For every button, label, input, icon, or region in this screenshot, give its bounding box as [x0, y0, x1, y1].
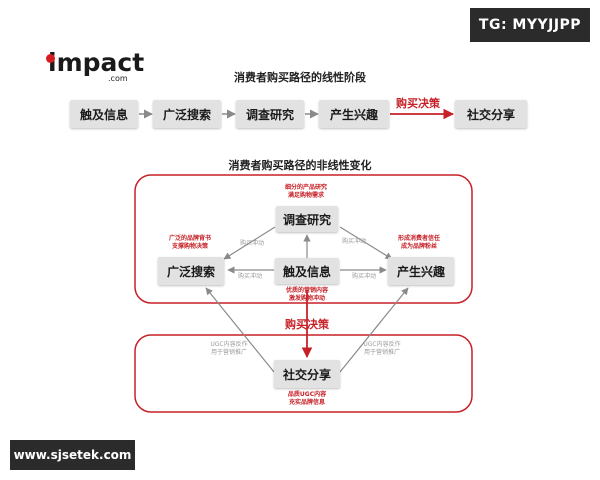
- edge-label-share-left-line: UGC内容反作: [210, 341, 248, 348]
- linear-step-share: 社交分享: [455, 100, 527, 128]
- note-touch-line: 优质的营销内容: [285, 287, 328, 294]
- website-watermark: www.sjsetek.com: [10, 440, 135, 470]
- telegram-badge: TG: MYYJJPP: [470, 8, 590, 42]
- note-research-line: 满足购物需求: [287, 192, 324, 199]
- logo-domain: .com: [108, 74, 128, 83]
- note-research-line: 细分的产品研究: [284, 184, 327, 191]
- linear-step-interest: 产生兴趣: [319, 100, 389, 128]
- note-interest: 形成消费者信任 成为品牌粉丝: [383, 235, 455, 251]
- impact-logo: impact .com: [46, 48, 145, 83]
- edge-label-research-interest: 购买冲动: [341, 238, 366, 245]
- edge-label-share-right-line: 用于营销推广: [363, 349, 400, 356]
- note-interest-line: 形成消费者信任: [397, 235, 440, 242]
- edge-label-search-research: 购买冲动: [239, 240, 264, 247]
- edge-label-share-left-line: 用于营销推广: [210, 349, 247, 356]
- note-interest-line: 成为品牌粉丝: [400, 243, 437, 250]
- edge-label-share-left: UGC内容反作 用于营销推广: [199, 341, 259, 357]
- note-search-line: 广泛的品牌背书: [168, 235, 211, 242]
- node-research: 调查研究: [276, 206, 338, 232]
- note-research: 细分的产品研究 满足购物需求: [271, 184, 341, 200]
- node-search: 广泛搜索: [158, 257, 224, 285]
- linear-step-research: 调查研究: [236, 100, 304, 128]
- nonlinear-decision-label: 购买决策: [285, 318, 329, 331]
- note-search: 广泛的品牌背书 支撑购物决策: [155, 235, 225, 251]
- node-share: 社交分享: [274, 360, 340, 388]
- edge-label-share-right-line: UGC内容反作: [363, 341, 401, 348]
- note-share: 品质UGC内容 充实品牌信息: [272, 391, 342, 407]
- note-search-line: 支撑购物决策: [171, 243, 208, 250]
- nonlinear-frame-top: [134, 174, 473, 304]
- linear-step-touch: 触及信息: [70, 100, 138, 128]
- note-touch: 优质的营销内容 激发购物冲动: [270, 287, 344, 303]
- note-touch-line: 激发购物冲动: [288, 295, 325, 302]
- nonlinear-title: 消费者购买路径的非线性变化: [228, 159, 372, 172]
- note-share-line: 品质UGC内容: [287, 391, 327, 398]
- linear-decision-label: 购买决策: [396, 97, 440, 110]
- linear-step-search: 广泛搜索: [153, 100, 221, 128]
- logo-dot-icon: [46, 54, 55, 63]
- nonlinear-frame-bottom: [134, 334, 473, 413]
- node-interest: 产生兴趣: [388, 257, 454, 285]
- logo-wordmark: impact: [48, 48, 145, 77]
- edge-label-touch-search: 购买冲动: [237, 273, 262, 280]
- nonlinear-arrows: [205, 226, 409, 373]
- edge-label-touch-interest: 购买冲动: [351, 273, 376, 280]
- node-touch: 触及信息: [275, 258, 339, 284]
- edge-label-share-right: UGC内容反作 用于营销推广: [352, 341, 412, 357]
- linear-title: 消费者购买路径的线性阶段: [234, 71, 366, 84]
- note-share-line: 充实品牌信息: [288, 399, 325, 406]
